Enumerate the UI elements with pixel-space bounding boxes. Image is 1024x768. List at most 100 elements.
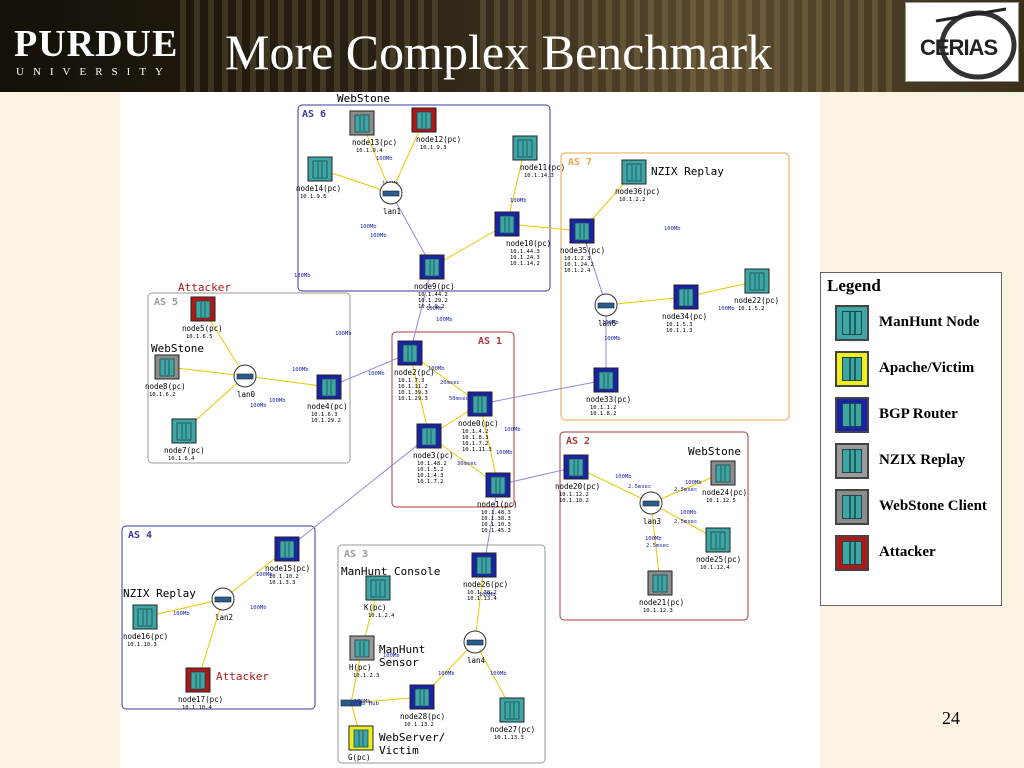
link-label: 100Mb	[436, 317, 453, 323]
node-label: node9(pc)	[414, 282, 455, 291]
node-icon[interactable]	[274, 536, 300, 562]
lan-switch-icon[interactable]	[639, 491, 663, 515]
role-label: NZIX Replay	[651, 165, 724, 178]
node-icon[interactable]	[621, 159, 647, 185]
node-ip: 10.1.9.5	[300, 194, 327, 200]
legend-item: ManHunt Node	[835, 305, 1000, 345]
link-label: 100Mb	[256, 572, 273, 578]
node-ip: 10.1.13.3	[494, 735, 524, 741]
node-icon[interactable]	[154, 354, 180, 380]
node-label: node36(pc)	[615, 187, 660, 196]
node-icon[interactable]	[190, 296, 216, 322]
lan-label: lan4	[467, 656, 486, 665]
node-icon[interactable]	[593, 367, 619, 393]
legend-node-icon	[835, 535, 869, 571]
node-ip: 10.1.4.2	[462, 429, 489, 435]
lan-switch-icon[interactable]	[594, 293, 618, 317]
latency-label: 30msec	[457, 461, 477, 467]
node-icon[interactable]	[416, 423, 442, 449]
node-icon[interactable]	[744, 268, 770, 294]
role-label: WebStone	[151, 342, 204, 355]
legend-title: Legend	[827, 276, 881, 295]
as-box	[559, 431, 749, 621]
node-ip: 10.1.2.3	[353, 673, 380, 679]
network-link	[197, 598, 224, 681]
node-icon[interactable]	[499, 697, 525, 723]
node-ip: 10.1.10.4	[182, 705, 212, 711]
node-icon[interactable]	[419, 254, 445, 280]
latency-label: 2.5msec	[628, 484, 651, 490]
node-icon[interactable]	[365, 575, 391, 601]
node-ip: 10.1.6.3	[311, 412, 338, 418]
node-ip: 10.1.24.3	[510, 255, 540, 261]
page-number: 24	[942, 708, 960, 728]
node-icon[interactable]	[349, 635, 375, 661]
node-label: node33(pc)	[586, 395, 631, 404]
lan-switch-icon[interactable]	[463, 630, 487, 654]
node-icon[interactable]	[132, 604, 158, 630]
node-icon[interactable]	[705, 527, 731, 553]
as-label: AS 5	[154, 297, 178, 308]
node-icon[interactable]	[185, 667, 211, 693]
node-ip: 10.1.12.3	[643, 608, 673, 614]
legend-item-label: WebStone Client	[879, 498, 987, 514]
link-label: 100Mb	[250, 403, 267, 409]
lan-switch-icon[interactable]	[379, 181, 403, 205]
node-ip: 10.1.45.3	[481, 528, 511, 534]
legend-item: BGP Router	[835, 397, 1000, 437]
node-label: node26(pc)	[463, 580, 508, 589]
node-icon[interactable]	[471, 552, 497, 578]
node-label: node13(pc)	[352, 138, 397, 147]
node-icon[interactable]	[673, 284, 699, 310]
node-icon[interactable]	[494, 211, 520, 237]
node-icon[interactable]	[307, 156, 333, 182]
node-icon[interactable]	[316, 374, 342, 400]
lan-switch-icon[interactable]	[233, 364, 257, 388]
hub-icon[interactable]	[340, 699, 362, 707]
node-label: node28(pc)	[400, 712, 445, 721]
role-label: ManHunt Console	[341, 565, 440, 578]
role-label: WebStone	[688, 445, 741, 458]
node-icon[interactable]	[467, 391, 493, 417]
node-icon[interactable]	[397, 340, 423, 366]
as-label: AS 7	[568, 157, 592, 168]
node-icon[interactable]	[563, 454, 589, 480]
purdue-logo-subtext: UNIVERSITY	[16, 66, 172, 78]
node-icon[interactable]	[348, 725, 374, 751]
as-label: AS 6	[302, 109, 326, 120]
node-icon[interactable]	[485, 472, 511, 498]
node-ip: 10.1.12.2	[559, 492, 589, 498]
cerias-logo-mark: CERIAS	[920, 7, 1017, 80]
link-label: 100Mb	[664, 226, 681, 232]
link-label: 100Mb	[490, 671, 507, 677]
node-label: node2(pc)	[394, 368, 435, 377]
node-ip: 10.1.8.2	[590, 411, 617, 417]
legend-item: NZIX Replay	[835, 443, 1000, 483]
network-link	[409, 266, 433, 354]
cerias-logo-text: CERIAS	[920, 35, 997, 60]
node-icon[interactable]	[409, 684, 435, 710]
header-banner: PURDUE UNIVERSITY More Complex Benchmark…	[0, 0, 1024, 92]
legend-item-label: ManHunt Node	[879, 314, 980, 330]
link-label: 100Mb	[604, 336, 621, 342]
node-icon[interactable]	[171, 418, 197, 444]
node-icon[interactable]	[647, 570, 673, 596]
purdue-logo: PURDUE	[14, 23, 179, 65]
link-label: 100Mb	[354, 699, 371, 705]
node-label: node21(pc)	[639, 598, 684, 607]
node-ip: 10.1.10.3	[481, 522, 511, 528]
node-ip: 10.1.5.3	[666, 322, 693, 328]
node-icon[interactable]	[569, 218, 595, 244]
node-icon[interactable]	[411, 107, 437, 133]
latency-label: 20msec	[440, 380, 460, 386]
building-photo-left	[180, 0, 440, 92]
link-label: 100Mb	[718, 306, 735, 312]
node-ip: 10.1.44.3	[510, 249, 540, 255]
node-icon[interactable]	[512, 135, 538, 161]
as-label: AS 2	[566, 436, 590, 447]
node-icon[interactable]	[349, 110, 375, 136]
node-ip: 10.1.2.4	[368, 613, 395, 619]
node-icon[interactable]	[710, 460, 736, 486]
lan-switch-icon[interactable]	[211, 587, 235, 611]
